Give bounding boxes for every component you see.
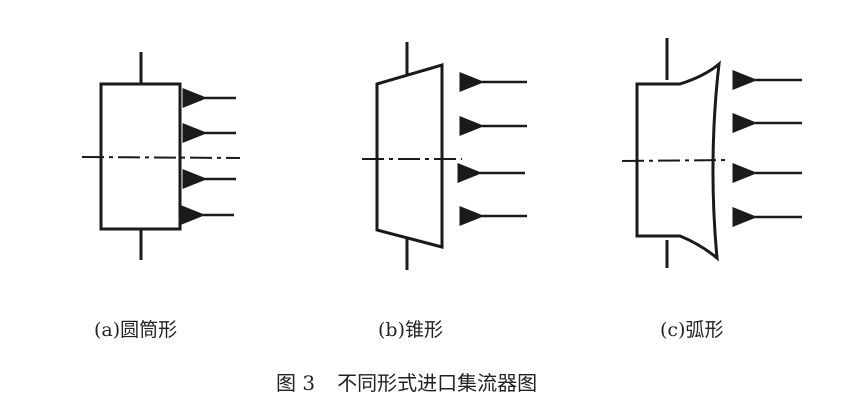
caption-cylindrical: (a)圆筒形 bbox=[94, 319, 178, 341]
centerline bbox=[621, 159, 731, 162]
conical-collector-outline bbox=[375, 62, 444, 249]
panel-b-conical bbox=[362, 42, 527, 270]
panel-a-cylindrical bbox=[81, 52, 241, 260]
arc-collector-outline bbox=[635, 60, 721, 262]
centerline bbox=[81, 156, 241, 159]
caption-conical: (b)锥形 bbox=[378, 319, 443, 341]
flow-arrows bbox=[732, 70, 802, 227]
figure-title: 不同形式进口集流器图 bbox=[337, 371, 538, 395]
flow-arrows bbox=[180, 88, 236, 225]
figure-caption: 图 3 不同形式进口集流器图 bbox=[276, 370, 537, 396]
figure-number: 图 3 bbox=[276, 371, 316, 395]
caption-arc: (c)弧形 bbox=[660, 319, 724, 341]
panel-c-arc bbox=[621, 38, 802, 268]
flow-arrows bbox=[457, 72, 527, 226]
